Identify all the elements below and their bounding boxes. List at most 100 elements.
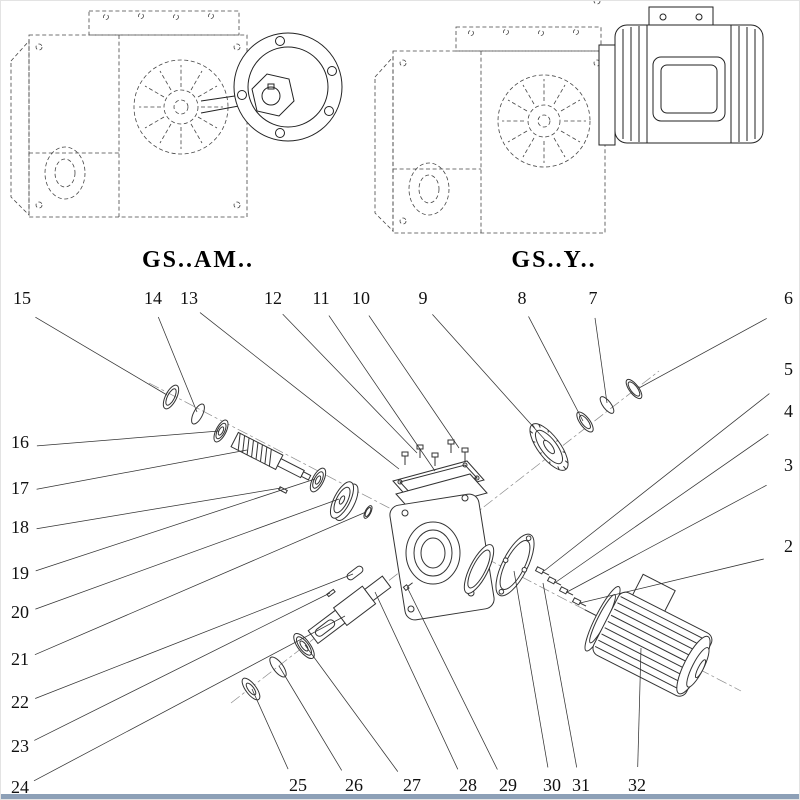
part-number: 31 <box>572 775 590 794</box>
callout-17: 17 <box>11 449 248 498</box>
callout-11: 11 <box>312 288 436 472</box>
variant-label-y: GS..Y.. <box>511 247 596 273</box>
worm-shaft <box>230 431 312 481</box>
leader-line <box>251 688 289 770</box>
leader-line <box>406 586 498 770</box>
variant-label-am: GS..AM.. <box>142 247 254 273</box>
callout-32: 32 <box>628 647 646 794</box>
part-number: 15 <box>13 288 31 308</box>
leader-line <box>34 592 331 741</box>
bearing-worm <box>309 467 327 493</box>
leader-line <box>36 449 248 490</box>
callout-25: 25 <box>251 688 307 794</box>
part-number: 3 <box>784 455 793 475</box>
callout-24: 24 <box>11 615 346 794</box>
callout-18: 18 <box>11 487 282 537</box>
callout-20: 20 <box>11 498 340 622</box>
part-number: 17 <box>11 478 29 498</box>
part-number: 16 <box>11 432 29 452</box>
part-number: 19 <box>11 563 29 583</box>
spacer-ring <box>363 505 373 519</box>
leader-line <box>638 318 767 389</box>
callout-30: 30 <box>513 570 561 794</box>
part-number: 28 <box>459 775 477 794</box>
callout-12: 12 <box>264 288 418 454</box>
callout-8: 8 <box>518 288 584 422</box>
part-number: 21 <box>11 649 29 669</box>
callout-10: 10 <box>352 288 460 449</box>
shaft-key <box>346 565 364 581</box>
part-number: 25 <box>289 775 307 794</box>
leader-line <box>594 317 608 404</box>
leader-line <box>328 315 436 472</box>
cover-bolts <box>401 439 469 466</box>
part-number: 26 <box>345 775 363 794</box>
bearing-input <box>213 419 229 443</box>
callout-9: 9 <box>419 288 547 442</box>
exploded-view <box>148 370 742 704</box>
footer-bar <box>1 794 799 799</box>
leader-line <box>199 312 400 470</box>
part-number: 11 <box>312 288 329 308</box>
circlip-input <box>191 403 205 425</box>
part-number: 7 <box>589 288 598 308</box>
callout-15: 15 <box>13 288 168 396</box>
part-number: 5 <box>784 359 793 379</box>
part-number: 22 <box>11 692 29 712</box>
callout-27: 27 <box>304 644 421 794</box>
callout-26: 26 <box>278 665 363 794</box>
part-number: 12 <box>264 288 282 308</box>
leader-line <box>555 433 769 583</box>
motor-flange-gasket <box>495 533 535 597</box>
part-number: 4 <box>784 401 793 421</box>
callout-2: 2 <box>579 536 793 604</box>
leader-line <box>35 478 316 572</box>
leader-line <box>35 316 168 396</box>
motor-top-drawing <box>598 6 764 146</box>
oil-seal <box>162 384 180 410</box>
leader-line <box>35 498 340 610</box>
part-number: 13 <box>180 288 198 308</box>
leader-line <box>35 573 354 699</box>
leader-line <box>157 316 198 413</box>
part-number: 30 <box>543 775 561 794</box>
part-number: 23 <box>11 736 29 756</box>
callout-29: 29 <box>406 586 517 794</box>
leader-line <box>543 393 770 572</box>
callout-6: 6 <box>638 288 793 389</box>
callout-16: 16 <box>11 430 220 452</box>
end-washer <box>241 677 261 701</box>
leader-line <box>36 487 282 530</box>
output-flange <box>200 32 343 142</box>
part-number: 18 <box>11 517 29 537</box>
leader-line <box>368 315 460 449</box>
part-number: 20 <box>11 602 29 622</box>
callout-31: 31 <box>542 582 590 794</box>
part-number: 27 <box>403 775 421 794</box>
callout-23: 23 <box>11 592 331 756</box>
worm-wheel <box>329 481 359 521</box>
part-number: 32 <box>628 775 646 794</box>
callout-3: 3 <box>566 455 793 593</box>
part-number: 14 <box>144 288 162 308</box>
flange-studs <box>534 566 587 607</box>
gear-ring <box>625 378 643 400</box>
gear-circlip <box>599 396 615 414</box>
leader-line <box>432 314 547 442</box>
leader-line <box>513 570 549 768</box>
part-number: 24 <box>11 777 29 794</box>
circlip-output <box>269 656 287 678</box>
gear-housing <box>389 493 495 621</box>
leader-line <box>579 558 764 604</box>
gear-washer <box>576 411 594 433</box>
part-number: 6 <box>784 288 793 308</box>
callout-13: 13 <box>180 288 400 470</box>
parallel-pin <box>326 588 336 598</box>
callout-21: 21 <box>11 511 367 669</box>
gearbox-y-drawing <box>374 1 764 234</box>
part-number: 2 <box>784 536 793 556</box>
leader-line <box>33 615 346 782</box>
leader-line <box>542 582 578 768</box>
